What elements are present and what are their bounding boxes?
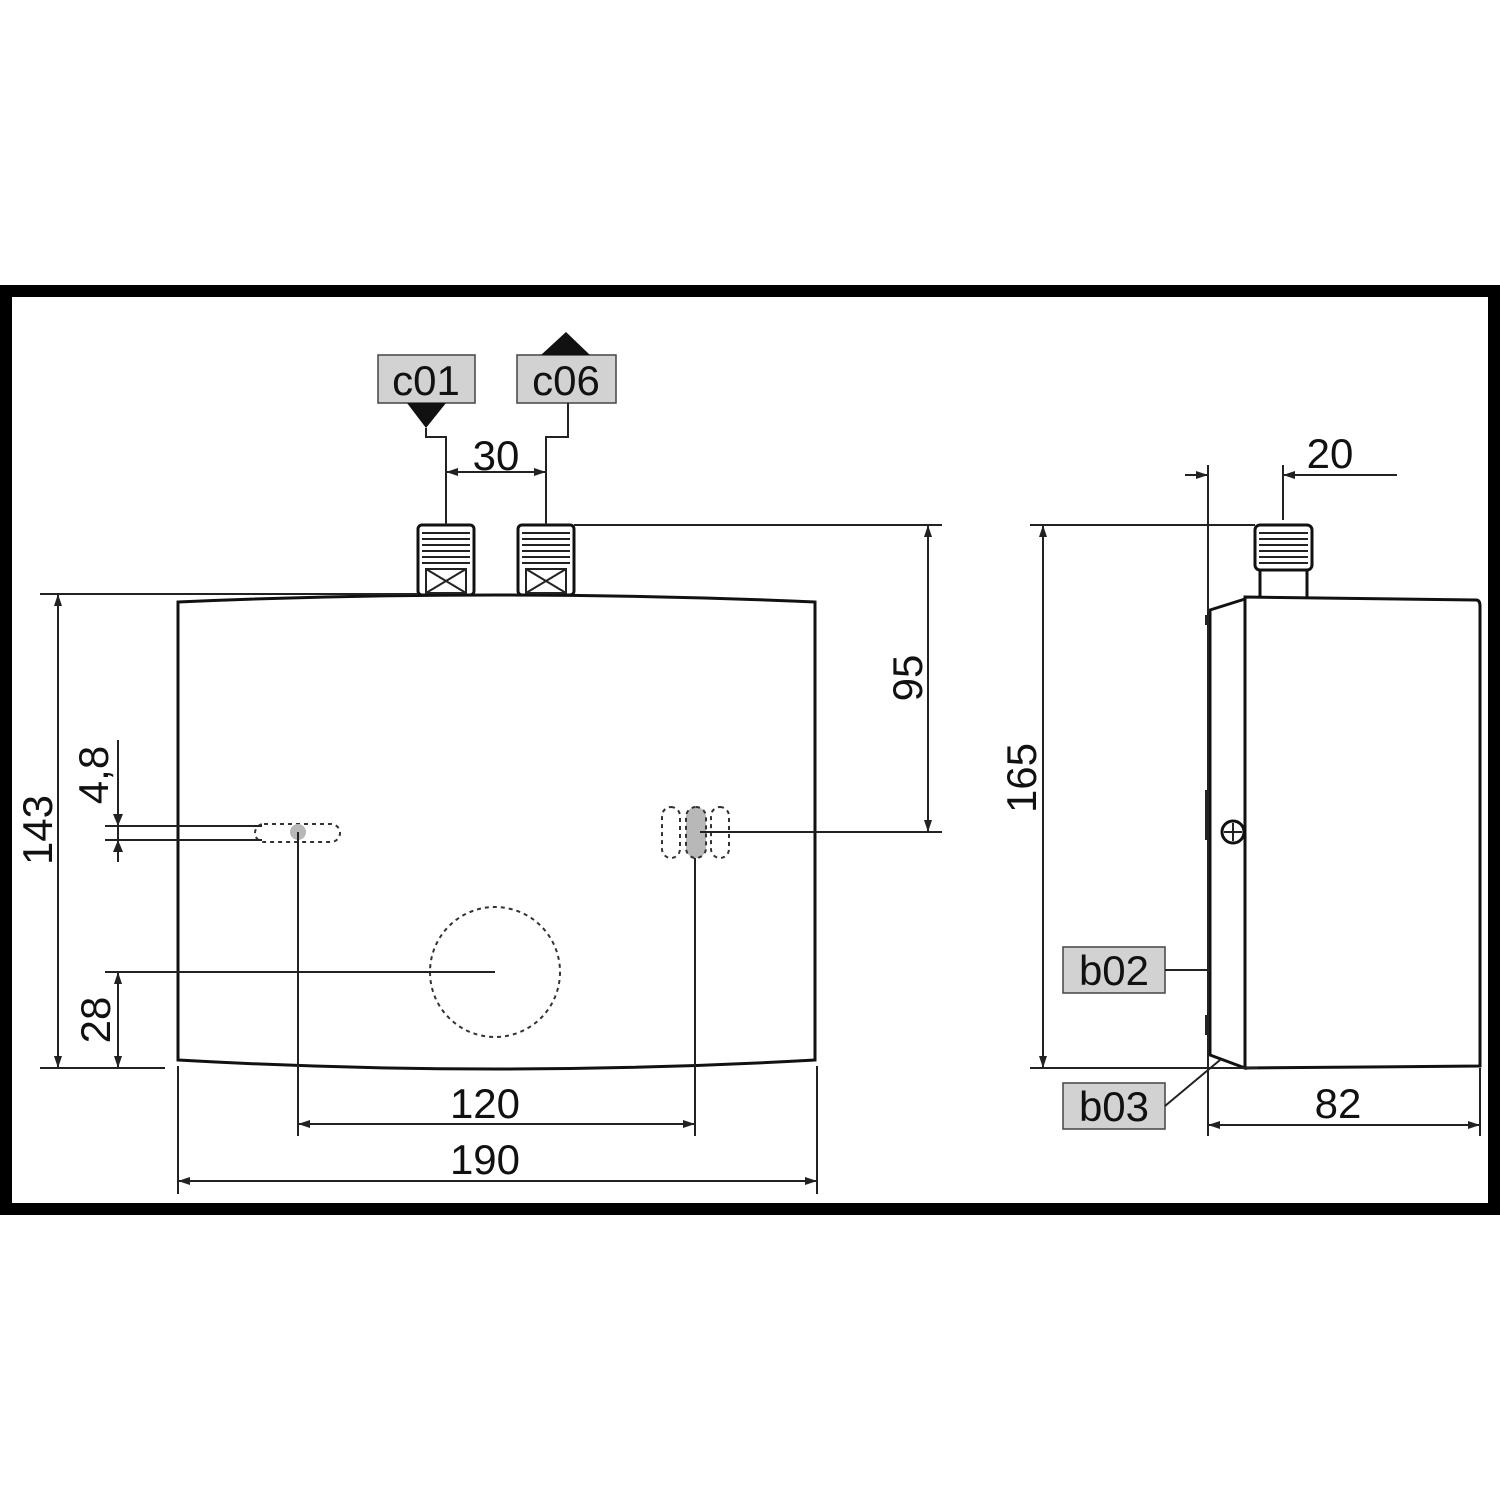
outlet-triangle-icon: [541, 332, 590, 355]
mounting-slot-right-1: [661, 806, 681, 859]
dim-hole-spacing: 120: [450, 1080, 520, 1127]
dim-bottom-offset: 28: [72, 997, 119, 1044]
label-b02: b02: [1079, 947, 1149, 994]
side-fitting: [1253, 523, 1314, 597]
inlet-triangle-icon: [407, 403, 446, 428]
dim-height-front: 143: [14, 795, 61, 865]
label-c01-box: [377, 354, 476, 404]
mounting-slot-right-2: [685, 806, 707, 859]
fitting-c01: [416, 523, 476, 597]
label-b03-box: [1062, 1082, 1166, 1130]
dim-width: 190: [450, 1136, 520, 1183]
label-c01: c01: [392, 357, 460, 404]
dim-depth: 82: [1315, 1080, 1362, 1127]
label-b02-box: [1062, 946, 1166, 994]
fitting-c06: [516, 523, 576, 597]
front-view: c01 c06 30 95 143 4,8 28 120 190: [14, 332, 942, 1194]
drawing-frame: [0, 285, 1500, 1215]
dim-connection-depth: 20: [1307, 430, 1354, 477]
front-body: [176, 593, 817, 1071]
dim-connection-spacing: 30: [473, 432, 520, 479]
screw-icon: [1220, 819, 1246, 845]
dim-connection-height: 95: [884, 655, 931, 702]
side-view: 20 165 82 b02 b03: [998, 430, 1482, 1136]
label-b03: b03: [1079, 1083, 1149, 1130]
label-c06-box: [516, 354, 617, 404]
side-body: [1243, 595, 1482, 1070]
label-c06: c06: [532, 357, 600, 404]
dim-height-side: 165: [998, 743, 1045, 813]
dim-slot-height: 4,8: [70, 746, 117, 804]
